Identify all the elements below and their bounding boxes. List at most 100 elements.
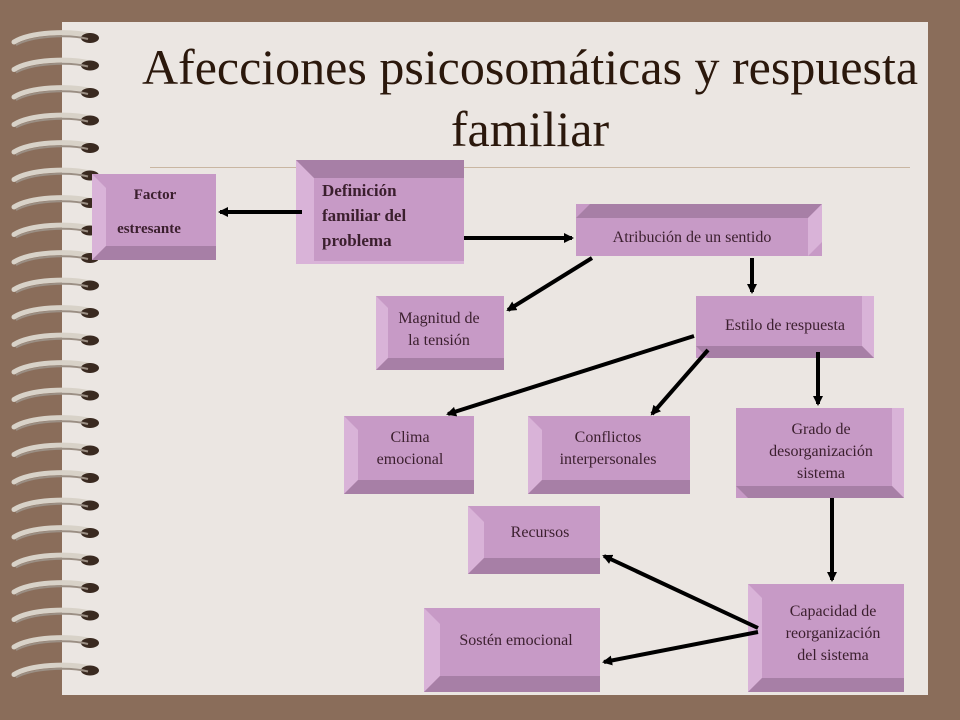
ring-shadow bbox=[15, 502, 89, 514]
ring-shadow bbox=[15, 475, 89, 486]
capacidad-line2: reorganización bbox=[785, 625, 881, 642]
ring-shadow bbox=[15, 392, 89, 404]
box-atribucion-bevel-right bbox=[808, 204, 822, 256]
box-atribucion-bevel-top bbox=[576, 204, 822, 218]
ring-hole bbox=[81, 33, 99, 43]
box-estilo-bevel-bottom bbox=[696, 346, 874, 358]
ring-hole bbox=[81, 115, 99, 126]
ring-hole bbox=[81, 583, 99, 593]
node-clima-emocional: Clima emocional bbox=[348, 420, 472, 478]
box-clima-face bbox=[344, 416, 474, 494]
definicion-line2: familiar del bbox=[322, 206, 407, 225]
ring-shadow bbox=[15, 200, 89, 211]
box-capacidad-face bbox=[748, 584, 904, 692]
box-definicion-face bbox=[296, 160, 464, 264]
box-capacidad-bevel-left bbox=[748, 584, 762, 692]
box-capacidad-bevel-bottom bbox=[748, 678, 904, 692]
conflictos-line2: interpersonales bbox=[559, 451, 657, 468]
ring-shadow bbox=[15, 585, 89, 596]
capacidad-line1: Capacidad de bbox=[789, 603, 877, 620]
sosten-text: Sostén emocional bbox=[459, 632, 573, 649]
ring-shadow bbox=[15, 365, 89, 376]
ring-shadow bbox=[15, 557, 89, 569]
ring-hole bbox=[81, 280, 99, 291]
recursos-text: Recursos bbox=[510, 524, 570, 541]
ring-shadow bbox=[15, 420, 89, 431]
ring-shadow bbox=[15, 447, 89, 459]
ring-shadow bbox=[15, 337, 89, 349]
box-grado-face bbox=[736, 408, 904, 498]
node-magnitud-tension: Magnitud de la tensión bbox=[378, 302, 500, 358]
clima-line1: Clima bbox=[390, 429, 430, 446]
ring-hole bbox=[81, 610, 99, 621]
grado-line3: sistema bbox=[797, 465, 845, 482]
node-atribucion: Atribución de un sentido bbox=[578, 222, 806, 254]
node-conflictos: Conflictos interpersonales bbox=[530, 420, 686, 478]
ring-hole bbox=[81, 60, 99, 71]
box-recursos-bevel-bottom bbox=[468, 558, 600, 574]
definicion-line1: Definición bbox=[322, 181, 397, 200]
ring-shadow bbox=[15, 282, 89, 294]
ring-shadow bbox=[15, 90, 89, 101]
magnitud-line1: Magnitud de bbox=[398, 310, 480, 327]
ring-hole bbox=[81, 555, 99, 566]
magnitud-line2: la tensión bbox=[408, 332, 470, 349]
box-grado-bevel-bottom bbox=[736, 486, 904, 498]
capacidad-line3: del sistema bbox=[797, 647, 869, 664]
ring-hole bbox=[81, 88, 99, 98]
box-definicion-bevel-top bbox=[296, 160, 464, 178]
box-recursos-bevel-left bbox=[468, 506, 484, 574]
node-recursos: Recursos bbox=[484, 516, 596, 550]
arrow-capacidad-to-sosten bbox=[602, 630, 759, 666]
box-estilo-face bbox=[696, 296, 874, 358]
ring-shadow bbox=[15, 255, 89, 266]
node-definicion-familiar: Definición familiar del problema bbox=[322, 178, 462, 262]
box-magnitud-bevel-bottom bbox=[376, 358, 504, 370]
box-magnitud-bevel-left bbox=[376, 296, 388, 370]
box-factor-face bbox=[92, 174, 216, 260]
box-definicion-bevel-left bbox=[296, 160, 314, 264]
slide-title: Afecciones psicosomáticas y respuesta fa… bbox=[141, 39, 919, 157]
arrow-capacidad-to-recursos bbox=[602, 554, 759, 630]
ring-shadow bbox=[15, 612, 89, 624]
ring-hole bbox=[81, 143, 99, 153]
box-factor-bevel-bottom bbox=[92, 246, 216, 260]
factor-line2: estresante bbox=[117, 221, 181, 237]
box-sosten-face bbox=[424, 608, 600, 692]
ring-hole bbox=[81, 445, 99, 456]
node-grado-desorganizacion: Grado de desorganización sistema bbox=[740, 410, 902, 494]
ring-shadow bbox=[15, 227, 89, 239]
ring-shadow bbox=[15, 35, 89, 46]
box-definicion-edge-bottom bbox=[314, 261, 464, 264]
box-estilo-bevel-right bbox=[862, 296, 874, 358]
ring-shadow bbox=[15, 62, 89, 74]
ring-shadow bbox=[15, 117, 89, 129]
ring-shadow bbox=[15, 310, 89, 321]
ring-hole bbox=[81, 390, 99, 401]
ring-hole bbox=[81, 363, 99, 373]
ring-shadow bbox=[15, 530, 89, 541]
node-estilo-respuesta: Estilo de respuesta bbox=[698, 310, 872, 342]
ring-hole bbox=[81, 418, 99, 428]
ring-hole bbox=[81, 473, 99, 483]
node-factor-estresante: Factor estresante bbox=[100, 176, 210, 248]
ring-shadow bbox=[15, 640, 89, 651]
node-sosten-emocional: Sostén emocional bbox=[436, 624, 596, 658]
box-clima-bevel-bottom bbox=[344, 480, 474, 494]
box-clima-bevel-left bbox=[344, 416, 358, 494]
box-magnitud-face bbox=[376, 296, 504, 370]
box-sosten-bevel-bottom bbox=[424, 676, 600, 692]
ring-hole bbox=[81, 665, 99, 676]
ring-hole bbox=[81, 335, 99, 346]
factor-line1: Factor bbox=[133, 187, 177, 203]
box-conflictos-face bbox=[528, 416, 690, 494]
ring-shadow bbox=[15, 172, 89, 184]
atribucion-text: Atribución de un sentido bbox=[612, 229, 772, 246]
grado-line1: Grado de bbox=[791, 421, 851, 438]
box-grado-bevel-right bbox=[892, 408, 904, 498]
arrow-estilo-to-conflictos bbox=[650, 348, 710, 416]
ring-shadow bbox=[15, 145, 89, 156]
definicion-line3: problema bbox=[322, 231, 392, 250]
arrow-atribucion-to-magnitud bbox=[506, 256, 594, 312]
